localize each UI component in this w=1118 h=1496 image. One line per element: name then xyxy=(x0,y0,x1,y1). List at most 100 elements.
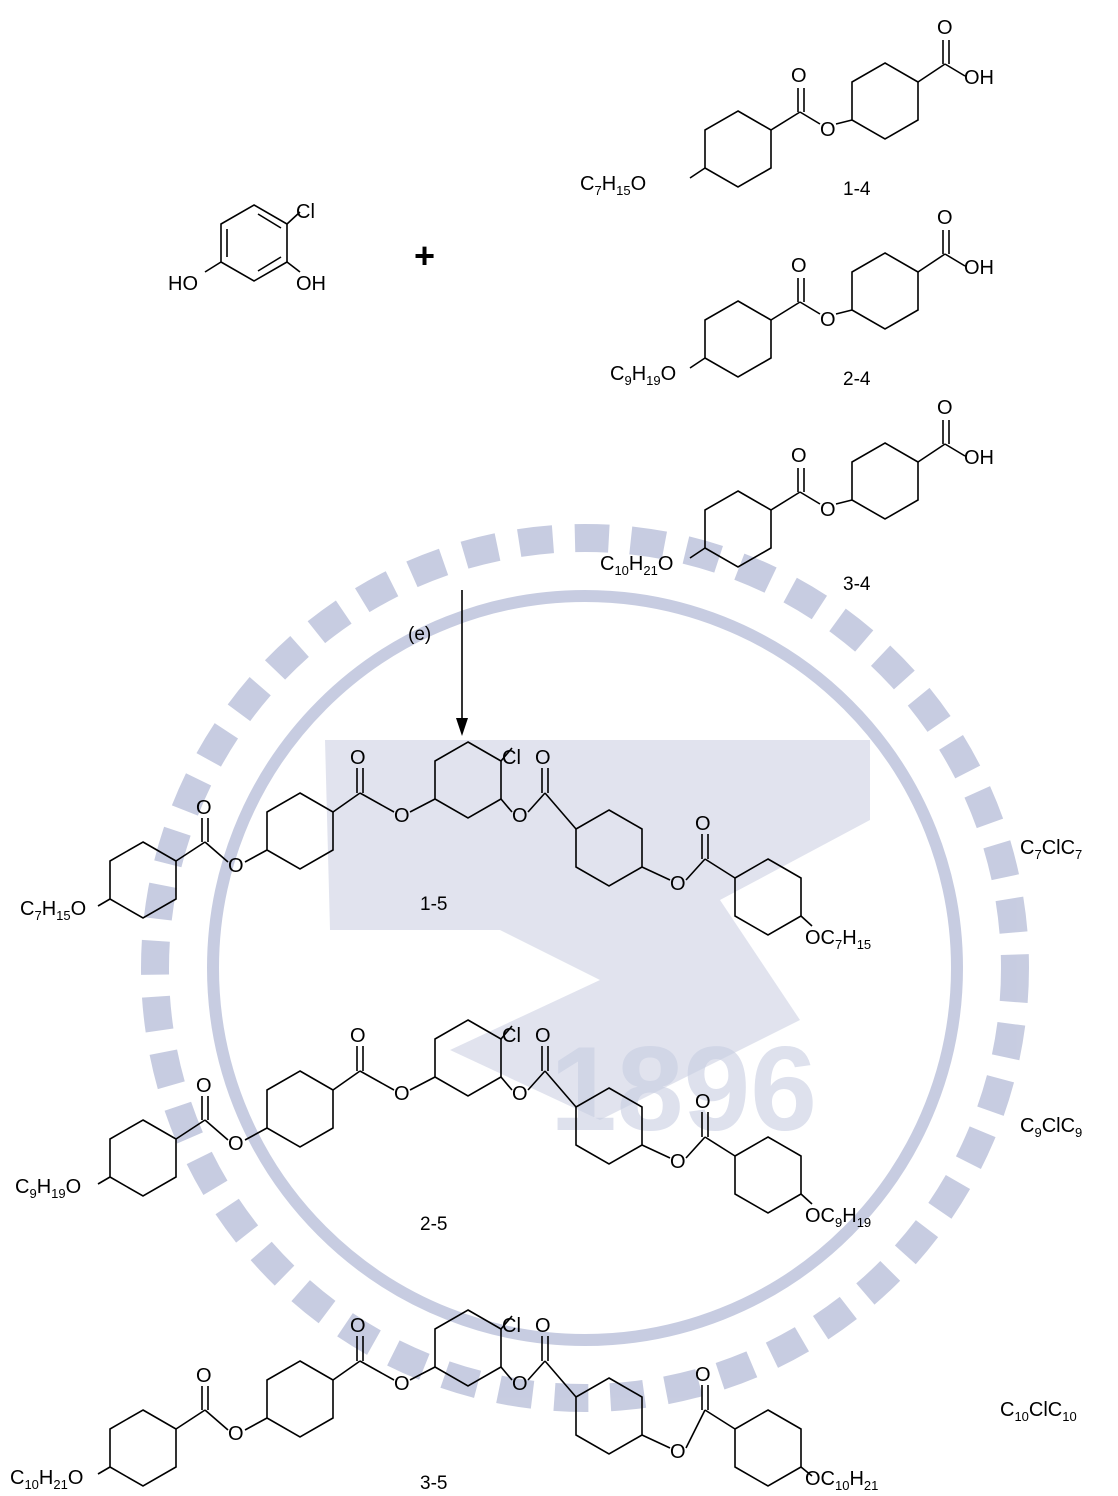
ester-bond xyxy=(685,858,706,881)
oxygen-label: O xyxy=(695,1091,711,1113)
watermark-emblem xyxy=(325,740,870,1120)
ester-bond xyxy=(204,841,229,863)
acid-bond xyxy=(944,253,966,267)
ether-bond xyxy=(97,898,111,907)
cl-bond xyxy=(286,211,301,225)
arrow-head xyxy=(456,718,468,736)
oxygen-label: O xyxy=(820,119,836,141)
ester-bond xyxy=(500,798,513,813)
ring-bond xyxy=(851,252,919,330)
carbonyl-bond xyxy=(770,491,801,511)
hydroxyl-label: OH xyxy=(964,257,994,279)
oxygen-label: O xyxy=(350,747,366,769)
oxygen-label: O xyxy=(394,1083,410,1105)
ester-bond xyxy=(527,792,546,813)
carbonyl-bond xyxy=(332,1360,361,1381)
oxygen-label: O xyxy=(535,1025,551,1047)
ether-bond xyxy=(689,547,706,559)
chlorine-label: Cl xyxy=(296,201,315,223)
carbonyl-bond xyxy=(332,792,361,813)
ring-bond xyxy=(266,792,334,870)
ester-bond xyxy=(204,1409,229,1431)
carbonyl-bond xyxy=(544,1360,577,1398)
ester-bond xyxy=(409,1366,436,1381)
ester-bond xyxy=(527,1070,546,1091)
double-bond xyxy=(257,256,282,272)
ester-bond xyxy=(799,111,821,125)
plus-sign: + xyxy=(414,235,435,276)
carbonyl-bond xyxy=(770,111,801,131)
compound-label: 3-5 xyxy=(420,1473,447,1494)
oxygen-label: O xyxy=(350,1315,366,1337)
ester-bond xyxy=(641,866,671,881)
oxygen-label: O xyxy=(394,1373,410,1395)
ester-bond xyxy=(500,1076,513,1091)
ether-bond xyxy=(800,915,813,927)
ether-bond xyxy=(97,1466,111,1475)
oh-bond xyxy=(286,261,301,273)
watermark-seal: 1896 xyxy=(141,524,1029,1412)
compound-code: C10ClC10 xyxy=(1000,1399,1077,1424)
acid-bond xyxy=(917,443,946,463)
oxygen-label: O xyxy=(535,1315,551,1337)
ester-bond xyxy=(244,1127,268,1141)
oxygen-label: O xyxy=(937,207,953,229)
alkoxy-chain-label: C10H21O xyxy=(600,553,673,578)
alkoxy-chain-label: OC9H19 xyxy=(805,1205,871,1230)
ester-bond xyxy=(685,1136,706,1159)
alkoxy-chain-label: OC7H15 xyxy=(805,927,871,952)
oxygen-label: O xyxy=(937,17,953,39)
oxygen-label: O xyxy=(196,797,212,819)
carbonyl-bond xyxy=(544,792,577,830)
alkoxy-chain-label: C10H21O xyxy=(10,1467,83,1492)
ester-bond xyxy=(641,1434,671,1449)
cl-bond xyxy=(500,1025,513,1040)
carbonyl-bond xyxy=(770,301,801,321)
reaction-condition: (e) xyxy=(408,624,431,645)
hydroxyl-label: OH xyxy=(296,273,326,295)
oxygen-label: O xyxy=(228,855,244,877)
reaction-arrow: (e) xyxy=(408,590,468,736)
compound-label: 3-4 xyxy=(843,574,871,595)
ester-bond xyxy=(359,1360,395,1381)
carbonyl-bond xyxy=(175,1409,206,1430)
oxygen-label: O xyxy=(196,1365,212,1387)
carbonyl-bond xyxy=(704,858,736,879)
ether-bond xyxy=(800,1193,813,1205)
oxygen-label: O xyxy=(695,1364,711,1386)
ester-bond xyxy=(204,1119,229,1141)
ether-bond xyxy=(689,167,706,179)
ring-bond xyxy=(220,204,288,282)
compound-code: C9ClC9 xyxy=(1020,1115,1082,1140)
ring-bond xyxy=(704,300,772,378)
watermark-ring xyxy=(141,524,1029,1412)
oxygen-label: O xyxy=(820,499,836,521)
compound-label: 2-4 xyxy=(843,369,871,390)
hydroxyl-label: OH xyxy=(964,67,994,89)
watermark-inner-ring xyxy=(207,590,963,1346)
reactant-acid-2-4: O O O OH C9H19O 2-4 xyxy=(610,207,994,390)
carbonyl-bond xyxy=(332,1070,361,1091)
alkoxy-chain-label: OC10H21 xyxy=(805,1468,878,1493)
compound-label: 1-4 xyxy=(843,179,871,200)
ester-bond xyxy=(685,1409,706,1449)
oxygen-label: O xyxy=(670,1441,686,1463)
ester-bond xyxy=(359,1070,395,1091)
oxygen-label: O xyxy=(791,255,807,277)
compound-label: 1-5 xyxy=(420,894,447,915)
reactant-acid-3-4: O O O OH C10H21O 3-4 xyxy=(600,397,994,595)
ring-bond xyxy=(266,1070,334,1148)
ring-bond xyxy=(704,110,772,188)
ring-bond xyxy=(734,1409,802,1487)
ester-bond xyxy=(527,1360,546,1381)
acid-bond xyxy=(944,63,966,77)
oxygen-label: O xyxy=(670,873,686,895)
alkoxy-chain-label: C9H19O xyxy=(610,363,676,388)
alkoxy-chain-label: C7H15O xyxy=(580,173,646,198)
oxygen-label: O xyxy=(695,813,711,835)
double-bond xyxy=(257,213,282,229)
oxygen-label: O xyxy=(228,1423,244,1445)
ester-bond xyxy=(835,309,853,315)
ester-bond xyxy=(359,792,395,813)
ester-bond xyxy=(409,798,436,813)
